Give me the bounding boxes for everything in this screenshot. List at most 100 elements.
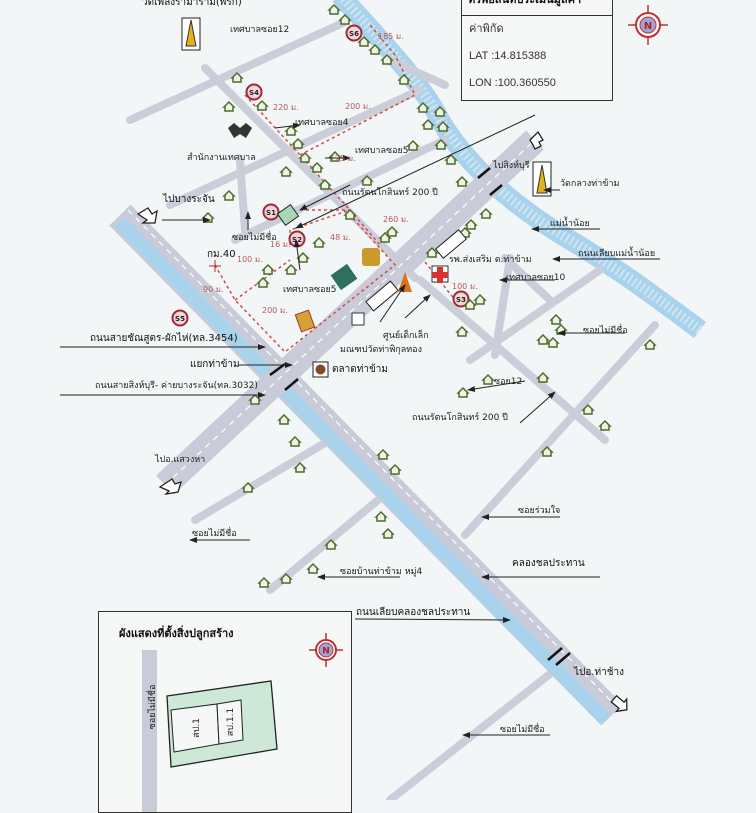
svg-text:S4: S4 [249,89,259,97]
label-soi4-muni: เทศบาลซอย4 [295,118,349,128]
label-km-marker: กม.40 [207,249,236,260]
label-canal-road: ถนนเลียบคลองชลประทาน [356,606,470,618]
house-icon [536,333,550,345]
house-icon [479,207,493,219]
km-marker-icon [209,260,221,272]
direction-arrow-icon [529,130,544,150]
shop-icon [362,248,380,266]
distance-label: 125 ม. [330,154,356,163]
label-temple-east: วัดกลางท่าข้าม [560,178,620,189]
subject-property [276,203,300,227]
inset-road-label: ซอยไม่มีชื่อ [145,685,158,730]
info-title: ทรัพย์สินที่ประเมินมูลค่า [462,0,612,16]
house-icon [546,336,560,348]
latitude: LAT :14.815388 [469,50,547,62]
house-icon [327,3,341,15]
svg-text:S2: S2 [292,236,302,244]
house-icon [360,174,374,186]
house-icon [536,371,550,383]
label-hwy-3032: ถนนสายสิงห์บุรี- ค่ายบางระจัน(ทล.3032) [95,379,258,391]
svg-text:S6: S6 [349,30,359,38]
house-icon [257,576,271,588]
house-icon [296,251,310,263]
label-soi5-muni: เทศบาลซอย5 [355,146,409,156]
house-icon [481,373,495,385]
marker-s5: S5 [171,309,189,327]
house-icon [464,218,478,230]
house-icon [376,448,390,460]
temple-icon [532,161,552,197]
label-junction: แยกท่าข้าม [190,358,240,370]
label-childcare: ศูนย์เด็กเล็ก [383,328,429,341]
house-icon [456,386,470,398]
house-icon [381,527,395,539]
house-icon [310,161,324,173]
label-noi-river: แม่น้ำน้อย [550,216,590,229]
distance-label: 200 ม. [345,102,371,111]
house-icon [279,572,293,584]
label-soi-ruamjai: ซอยร่วมใจ [518,505,560,516]
house-icon [425,246,439,258]
house-icon [444,153,458,165]
irrigation-canal [114,217,612,725]
house-icon [421,118,435,130]
house-icon [343,208,357,220]
inset-building-2-label: สป.1.1 [226,708,236,736]
shop-icon [294,309,316,333]
house-icon [433,105,447,117]
house-icon [374,510,388,522]
svg-text:N: N [322,647,330,657]
coord-label: ค่าพิกัด [469,23,504,35]
house-icon [306,562,320,574]
house-icon [455,325,469,337]
shop-icon [330,263,358,291]
label-noi-river-road: ถนนเลียบแม่น้ำน้อย [578,246,655,259]
hospital-icon [431,265,449,283]
house-icon [222,100,236,112]
house-icon [385,225,399,237]
label-unnamed-soi-1: ซอยไม่มีชื่อ [232,230,277,243]
label-soi5-muni-b: เทศบาลซอย5 [283,285,337,295]
building-layout-inset: ผังแสดงที่ตั้งสิ่งปลูกสร้าง ซอยไม่มีชื่อ… [98,611,352,813]
label-unnamed-soi-2: ซอยไม่มีชื่อ [583,323,628,336]
house-icon [248,393,262,405]
temple-icon [181,17,201,51]
house-icon [598,419,612,431]
distance-label: 260 ม. [383,215,409,224]
distance-label: 200 ม. [262,306,288,315]
inset-title: ผังแสดงที่ตั้งสิ่งปลูกสร้าง [119,627,234,640]
house-icon [549,313,563,325]
house-icon [455,175,469,187]
house-icon [380,53,394,65]
label-to-sawaeng-ha: ไปอ.แสวงหา [154,454,205,465]
house-icon [581,403,595,415]
house-icon [241,481,255,493]
label-soi12-muni: เทศบาลซอย12 [230,25,289,35]
svg-text:S3: S3 [456,296,466,304]
house-icon [338,13,352,25]
house-icon [284,124,298,136]
house-icon [406,139,420,151]
house-icon [378,231,392,243]
distance-label: 90 ม. [203,285,224,294]
direction-arrow-icon [610,694,628,713]
house-icon [230,71,244,83]
label-unnamed-soi-4: ซอยไม่มีชื่อ [500,722,545,735]
house-icon [643,338,657,350]
label-hospital: รพ.ส่งเสริม ต.ท่าข้าม [449,254,532,265]
distance-label: 220 ม. [273,103,299,112]
label-hwy-3454: ถนนสายชัณสูตร-ผักไห่(ทล.3454) [90,332,238,344]
house-icon [201,211,215,223]
direction-arrow-icon [136,207,158,224]
distance-label: 185 ม. [378,32,404,41]
house-icon [312,236,326,248]
house-icon [318,178,332,190]
svg-text:N: N [644,21,652,32]
marker-s1: S1 [262,203,280,221]
distance-label: 48 ม. [330,233,351,242]
svg-text:S5: S5 [175,315,185,323]
inset-road [142,650,157,812]
house-icon [255,99,269,111]
inset-building-1-label: สป.1 [192,718,202,738]
